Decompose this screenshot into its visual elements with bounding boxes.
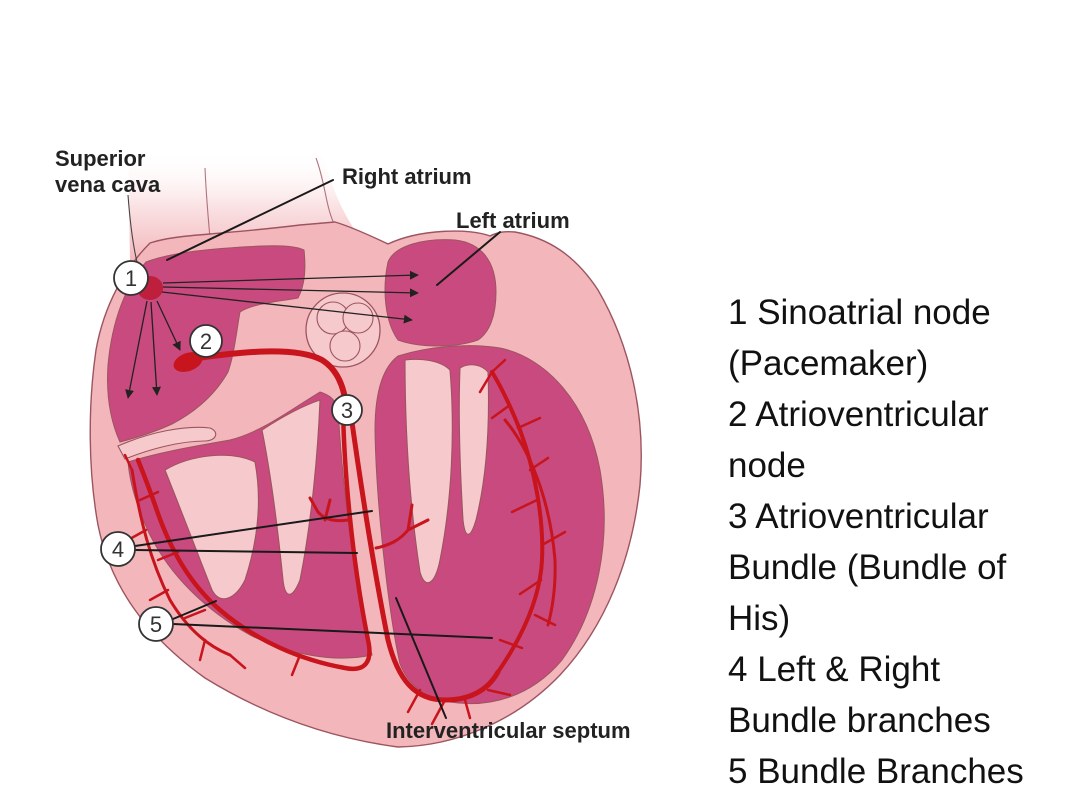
arrow-down-right-atrium [150, 301, 161, 396]
interventricular-septum-label: Interventricular septum [386, 718, 631, 743]
right-atrium-pointer [166, 179, 334, 261]
marker-3-number: 3 [341, 398, 353, 423]
legend-item-bundle-branches: 4 Left & Right Bundle branches [728, 644, 1048, 746]
legend-line: 2 Atrioventricular [728, 395, 989, 434]
marker-4-circle [100, 531, 136, 567]
aortic-valve [305, 292, 381, 368]
marker-5-pointer [172, 623, 493, 639]
superior-vena-cava-pointer [127, 194, 138, 263]
superior-vena-cava-label-line2: vena cava [55, 172, 161, 197]
legend-line: 3 Atrioventricular [728, 497, 989, 536]
superior-vena-cava-label-line1: Superior [55, 146, 146, 171]
arrow-down-right-atrium [125, 300, 148, 399]
legend-line: 1 Sinoatrial node [728, 293, 991, 332]
impulse-arrows [125, 270, 419, 399]
marker-3-circle [331, 394, 363, 426]
arrow-to-left-atrium [161, 291, 413, 324]
marker-2-number: 2 [200, 329, 212, 354]
arrow-to-left-atrium [162, 270, 419, 284]
marker-5-circle [138, 606, 174, 642]
aorta-edge [204, 167, 211, 239]
marker-4-pointer [134, 510, 373, 547]
marker-5: 5 [138, 606, 174, 642]
marker-4-number: 4 [112, 537, 124, 562]
septum-pointer [395, 597, 447, 719]
legend-line: Bundle (Bundle of [728, 548, 1007, 587]
marker-4: 4 [100, 531, 136, 567]
left-bundle-branch [347, 405, 501, 703]
arrow-to-av-node [156, 300, 181, 351]
legend-item-sinoatrial-node: 1 Sinoatrial node (Pacemaker) [728, 287, 1048, 389]
heart-conduction-diagram: 1 2 3 4 5 Superior vena cava Right atriu… [55, 146, 642, 748]
marker-1: 1 [113, 260, 149, 296]
marker-3: 3 [331, 394, 363, 426]
legend-item-bundle-of-his: 3 Atrioventricular Bundle (Bundle of His… [728, 491, 1048, 644]
marker-2: 2 [189, 324, 223, 358]
marker-2-circle [189, 324, 223, 358]
tricuspid-valve-flap [117, 426, 217, 460]
label-pointers [127, 179, 501, 719]
marker-4-pointer [134, 549, 358, 554]
right-septal-branch [308, 496, 350, 523]
left-atrium-pointer [436, 231, 501, 286]
arrow-to-left-atrium [162, 286, 419, 298]
purkinje-fibers [123, 358, 567, 726]
legend-line: (Pacemaker) [728, 344, 929, 383]
legend-line: His) [728, 599, 791, 638]
legend-line: 5 Bundle Branches [728, 752, 1024, 791]
marker-5-pointer [172, 600, 217, 620]
aortic-valve-cusp [342, 302, 374, 334]
conduction-legend: 1 Sinoatrial node (Pacemaker) 2 Atrioven… [728, 287, 1048, 797]
legend-item-purkinje-branches: 5 Bundle Branches [728, 746, 1048, 797]
right-ventricle-wall-fiber [130, 468, 232, 657]
atrioventricular-node [173, 352, 203, 372]
mitral-leaflet-posterior [458, 364, 490, 535]
septal-branch [374, 503, 430, 550]
legend-line: 4 Left & Right [728, 650, 941, 689]
marker-1-number: 1 [125, 266, 137, 291]
left-ventricle-outer-fiber [503, 418, 557, 627]
legend-line: Bundle branches [728, 701, 991, 740]
left-ventricle-wall-fiber [490, 370, 545, 674]
legend-line: node [728, 446, 806, 485]
right-atrium-label: Right atrium [342, 164, 472, 189]
his-bundle [195, 348, 349, 408]
marker-1-circle [113, 260, 149, 296]
legend-item-atrioventricular-node: 2 Atrioventricular node [728, 389, 1048, 491]
right-ventricle-leaflet [164, 454, 259, 600]
marker-5-number: 5 [150, 612, 162, 637]
aortic-valve-cusp [329, 330, 361, 362]
left-atrium-label: Left atrium [456, 208, 570, 233]
conduction-system [123, 276, 567, 726]
right-ventricle-papillary [261, 399, 321, 595]
